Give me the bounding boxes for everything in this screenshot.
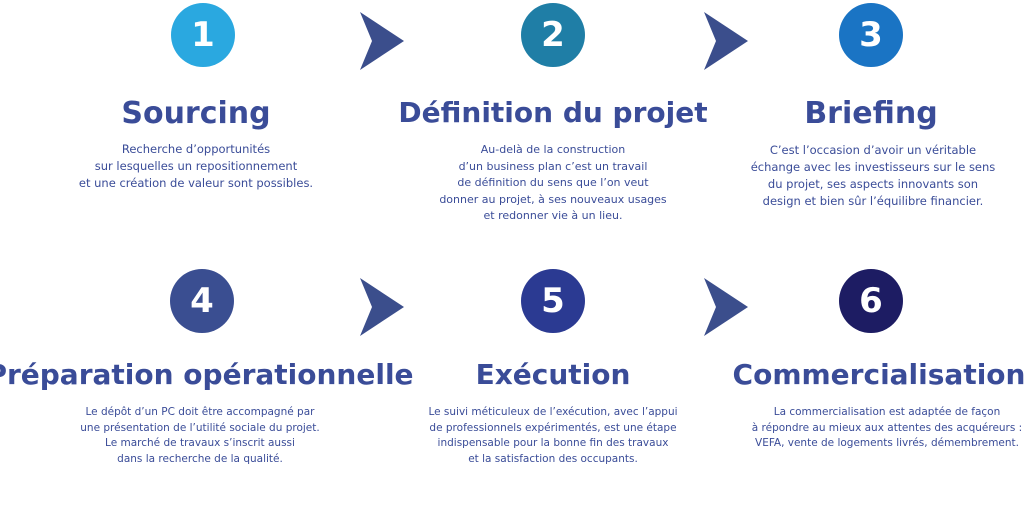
step-3-number-circle: 3 xyxy=(839,3,903,67)
step-6-description: La commercialisation est adaptée de faço… xyxy=(752,405,1022,452)
description-line: donner au projet, à ses nouveaux usages xyxy=(439,192,667,206)
description-line: Le marché de travaux s’inscrit aussi xyxy=(105,437,295,449)
step-3-description: C’est l’occasion d’avoir un véritable éch… xyxy=(751,142,996,210)
step-4-number: 4 xyxy=(190,281,214,321)
description-line: à répondre au mieux aux attentes des acq… xyxy=(751,421,1023,434)
step-5-number-circle: 5 xyxy=(521,269,585,333)
step-2-description: Au-delà de la construction d’un business … xyxy=(439,142,666,225)
description-line: de définition du sens que l’on veut xyxy=(457,176,649,189)
step-6-title: Commercialisation xyxy=(732,358,1024,391)
description-line: Au-delà de la construction xyxy=(480,143,626,156)
step-1-title: Sourcing xyxy=(121,96,271,131)
step-5-description: Le suivi méticuleux de l’exécution, avec… xyxy=(428,405,677,467)
chevron-right-icon xyxy=(360,278,404,336)
description-line: sur lesquelles un repositionnement xyxy=(94,159,298,173)
description-line: et la satisfaction des occupants. xyxy=(468,452,638,465)
chevron-right-icon xyxy=(704,12,748,70)
description-line: et redonner vie à un lieu. xyxy=(483,209,623,222)
description-line: design et bien sûr l’équilibre financier… xyxy=(762,194,984,208)
description-line: C’est l’occasion d’avoir un véritable xyxy=(769,143,977,157)
step-1-number: 1 xyxy=(191,15,215,55)
step-1-number-circle: 1 xyxy=(171,3,235,67)
description-line: dans la recherche de la qualité. xyxy=(117,452,283,465)
step-5-title: Exécution xyxy=(475,358,631,391)
description-line: échange avec les investisseurs sur le se… xyxy=(750,160,996,174)
description-line: du projet, ses aspects innovants son xyxy=(767,177,979,191)
step-3-title: Briefing xyxy=(804,96,938,131)
description-line: indispensable pour la bonne fin des trav… xyxy=(437,437,669,449)
step-2-number-circle: 2 xyxy=(521,3,585,67)
step-4-number-circle: 4 xyxy=(170,269,234,333)
description-line: VEFA, vente de logements livrés, démembr… xyxy=(755,437,1019,449)
description-line: La commercialisation est adaptée de faço… xyxy=(773,406,1001,418)
chevron-right-icon xyxy=(360,12,404,70)
description-line: Recherche d’opportunités xyxy=(121,142,271,156)
step-3-number: 3 xyxy=(859,15,883,55)
step-2-title: Définition du projet xyxy=(398,96,708,129)
description-line: Le dépôt d’un PC doit être accompagné pa… xyxy=(85,406,315,418)
step-2-number: 2 xyxy=(541,15,565,55)
step-1-description: Recherche d’opportunités sur lesquelles u… xyxy=(79,141,313,192)
step-6-number: 6 xyxy=(859,281,883,321)
step-4-title: Préparation opérationnelle xyxy=(0,358,414,391)
description-line: Le suivi méticuleux de l’exécution, avec… xyxy=(428,406,678,418)
step-5-number: 5 xyxy=(541,281,565,321)
step-4-description: Le dépôt d’un PC doit être accompagné pa… xyxy=(80,405,319,467)
description-line: de professionnels expérimentés, est une … xyxy=(429,421,677,434)
description-line: et une création de valeur sont possibles… xyxy=(78,176,314,190)
description-line: d’un business plan c’est un travail xyxy=(458,159,648,173)
description-line: une présentation de l’utilité sociale du… xyxy=(80,421,320,434)
chevron-right-icon xyxy=(704,278,748,336)
step-6-number-circle: 6 xyxy=(839,269,903,333)
